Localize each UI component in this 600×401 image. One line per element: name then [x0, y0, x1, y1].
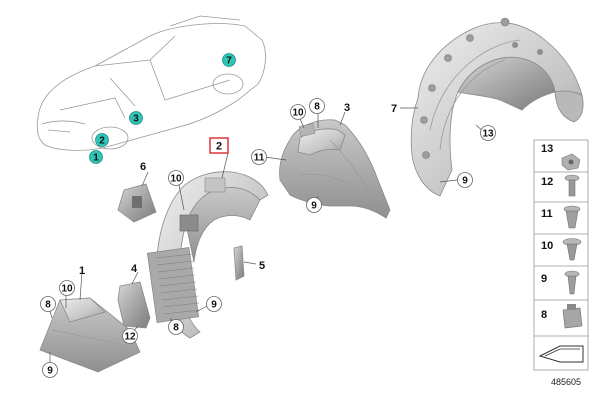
callout-7: 7	[391, 103, 397, 115]
svg-text:11: 11	[254, 153, 265, 164]
callout-10-left: 10	[59, 280, 75, 296]
legend-label-8: 8	[541, 309, 547, 321]
svg-text:12: 12	[124, 332, 136, 343]
callout-1: 1	[79, 265, 85, 277]
svg-text:2: 2	[99, 136, 105, 147]
car-marker-3: 3	[129, 111, 143, 125]
svg-text:8: 8	[314, 102, 320, 113]
callout-9-right: 9	[457, 172, 473, 188]
svg-text:10: 10	[61, 284, 73, 295]
callout-10-top: 10	[290, 104, 306, 120]
part-4-flap	[117, 281, 151, 329]
clip-nut-icon	[562, 304, 583, 329]
car-marker-1: 1	[89, 150, 103, 164]
svg-text:7: 7	[226, 56, 232, 67]
svg-text:2: 2	[216, 141, 222, 153]
callout-12: 12	[122, 328, 138, 344]
legend-label-9: 9	[541, 273, 547, 285]
part-6-bracket	[117, 183, 157, 223]
callout-9-bottom: 9	[42, 362, 58, 378]
diagram-code: 485605	[551, 377, 581, 387]
callout-9-lower: 9	[206, 296, 222, 312]
spreader-clip-icon	[564, 270, 580, 295]
callout-13: 13	[480, 125, 496, 141]
nut-icon	[561, 153, 581, 171]
svg-text:3: 3	[133, 114, 139, 125]
callout-8-left: 8	[40, 296, 56, 312]
legend-label-13: 13	[541, 143, 553, 155]
expansion-rivet-icon	[563, 205, 581, 229]
callout-11: 11	[251, 149, 267, 165]
plastic-clip-icon	[562, 238, 582, 261]
part-7-wheel-arch-liner	[410, 17, 584, 197]
svg-text:13: 13	[482, 129, 494, 140]
svg-text:8: 8	[173, 323, 179, 334]
part-5-clip-plate	[233, 245, 245, 281]
svg-text:9: 9	[311, 201, 317, 212]
arrow-icon	[538, 345, 584, 363]
callout-8-top: 8	[309, 98, 325, 114]
callout-9-center: 9	[306, 197, 322, 213]
screw-icon	[564, 174, 580, 197]
svg-text:10: 10	[170, 174, 182, 185]
svg-text:9: 9	[47, 366, 53, 377]
svg-text:1: 1	[93, 153, 99, 164]
fastener-legend: 13 12 11 10 9 8	[533, 139, 589, 371]
callout-6: 6	[140, 161, 146, 173]
car-marker-2: 2	[95, 133, 109, 147]
callout-4: 4	[131, 263, 138, 275]
svg-text:9: 9	[462, 176, 468, 187]
svg-text:8: 8	[45, 300, 51, 311]
part-2-front-wheel-arch-liner	[146, 171, 269, 339]
legend-label-12: 12	[541, 176, 553, 188]
svg-text:10: 10	[292, 108, 304, 119]
car-outline	[36, 15, 266, 151]
svg-text:9: 9	[211, 300, 217, 311]
callout-2: 2	[209, 137, 229, 154]
car-marker-7: 7	[222, 53, 236, 67]
callout-8-lower: 8	[168, 319, 184, 335]
part-3-wheel-arch-trim	[279, 119, 391, 219]
callout-3: 3	[344, 102, 350, 114]
legend-label-11: 11	[541, 208, 553, 220]
callout-10-mid: 10	[168, 170, 184, 186]
legend-label-10: 10	[541, 240, 553, 252]
callout-5: 5	[259, 260, 265, 272]
